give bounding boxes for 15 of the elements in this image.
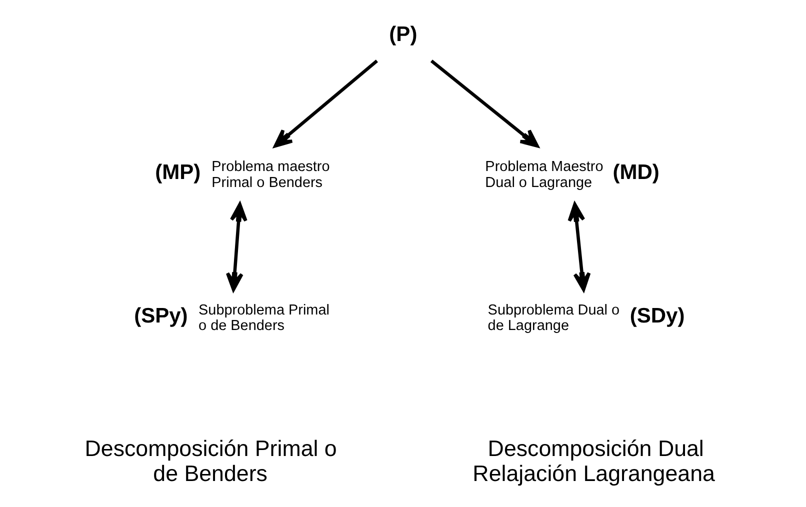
node-label: Problema Maestro Dual o Lagrange <box>485 159 604 191</box>
arrow <box>430 60 539 148</box>
node-text: (MP) <box>155 160 201 184</box>
node-text: (SDy) <box>630 304 685 328</box>
label: Descomposición Primal o de Benders <box>84 436 337 486</box>
node-label: Problema maestro Primal o Benders <box>212 159 330 191</box>
node-label: Subproblema Dual o de Lagrange <box>488 302 620 334</box>
node-text: (SPy) <box>134 304 188 328</box>
node-text: (MD) <box>612 160 660 184</box>
node-text: (P) <box>389 22 418 46</box>
node-label: Subproblema Primal o de Benders <box>198 302 330 334</box>
arrow <box>568 202 591 292</box>
arrow <box>274 60 378 148</box>
label: Descomposición Dual Relajación Lagrangeana <box>472 436 715 486</box>
arrow <box>226 202 248 292</box>
